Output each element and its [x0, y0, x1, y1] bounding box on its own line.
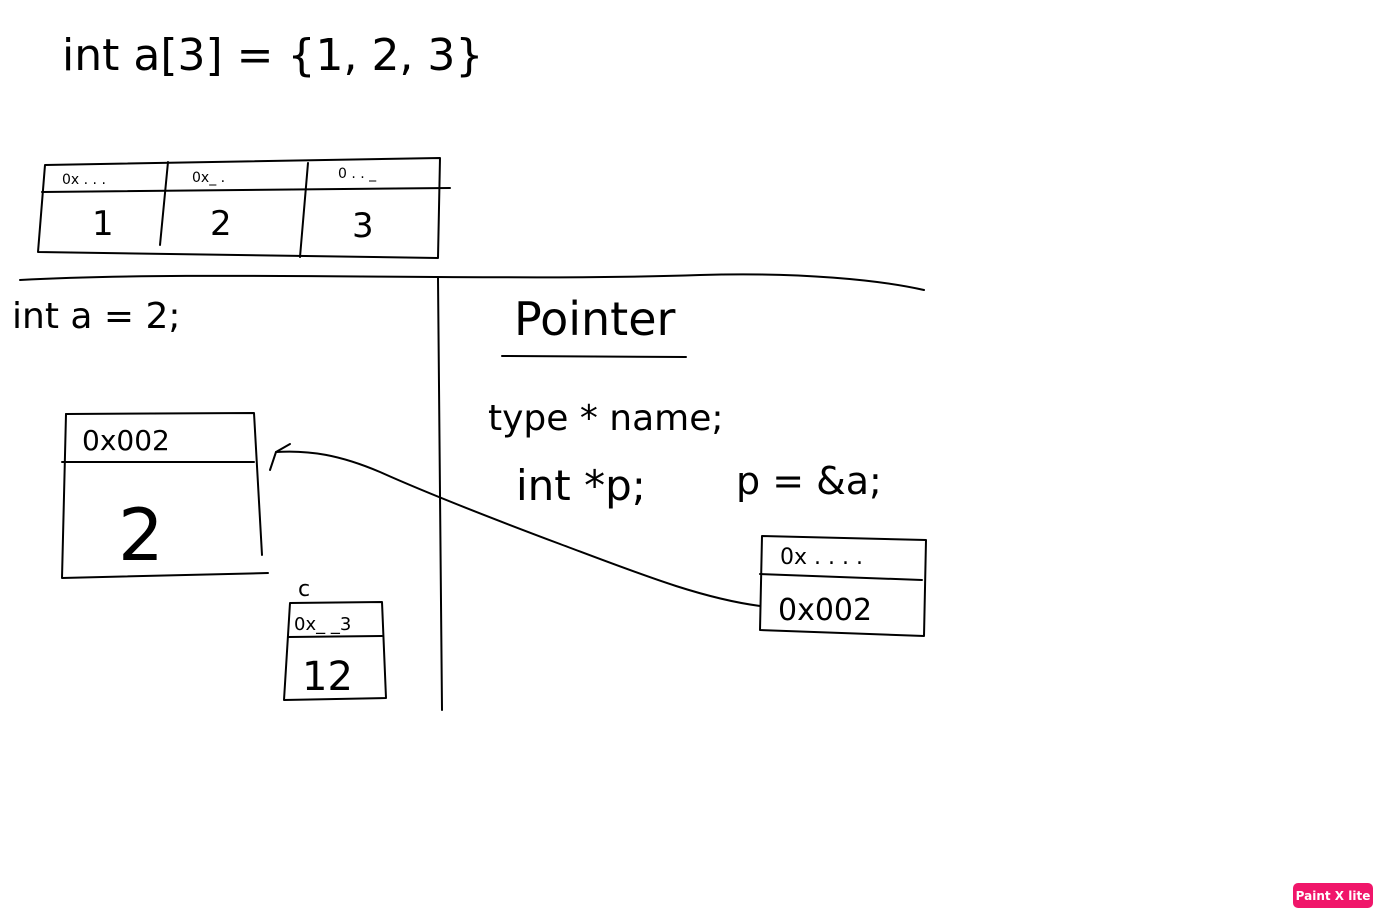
- array-cell-value-1: 2: [210, 204, 232, 244]
- variable-a-box: 0x002 2: [61, 412, 269, 579]
- array-box: 0x . . . 0x_ . 0 . . _ 1 2 3: [37, 157, 451, 259]
- horizontal-divider: [19, 273, 925, 291]
- variable-c-value: 12: [302, 654, 353, 700]
- pointer-value: 0x002: [778, 593, 872, 628]
- pointer-heading-underline: [501, 355, 687, 358]
- variable-c-box: 0x_ _3 12: [283, 601, 387, 701]
- pointer-syntax: type * name;: [488, 398, 724, 439]
- array-cell-address-1: 0x_ .: [192, 170, 225, 186]
- array-cell-value-2: 3: [352, 206, 374, 246]
- pointer-heading: Pointer: [514, 292, 676, 346]
- pointer-assignment: p = &a;: [736, 459, 882, 503]
- array-cell-address-2: 0 . . _: [338, 166, 377, 182]
- variable-a-address: 0x002: [82, 424, 170, 457]
- array-cell-address-0: 0x . . .: [62, 172, 106, 188]
- variable-c-address: 0x_ _3: [294, 614, 351, 635]
- pointer-address: 0x . . . .: [780, 545, 863, 570]
- vertical-divider: [437, 277, 443, 711]
- variable-c-name: c: [298, 577, 310, 602]
- paint-x-lite-badge: Paint X lite: [1293, 883, 1373, 908]
- pointer-declaration: int *p;: [516, 461, 646, 510]
- variable-a-value: 2: [118, 493, 164, 577]
- pointer-arrow: [269, 443, 761, 607]
- variable-declaration: int a = 2;: [12, 296, 181, 337]
- pointer-box: 0x . . . . 0x002: [759, 535, 927, 637]
- array-cell-value-0: 1: [92, 204, 114, 244]
- array-declaration: int a[3] = {1, 2, 3}: [62, 30, 483, 81]
